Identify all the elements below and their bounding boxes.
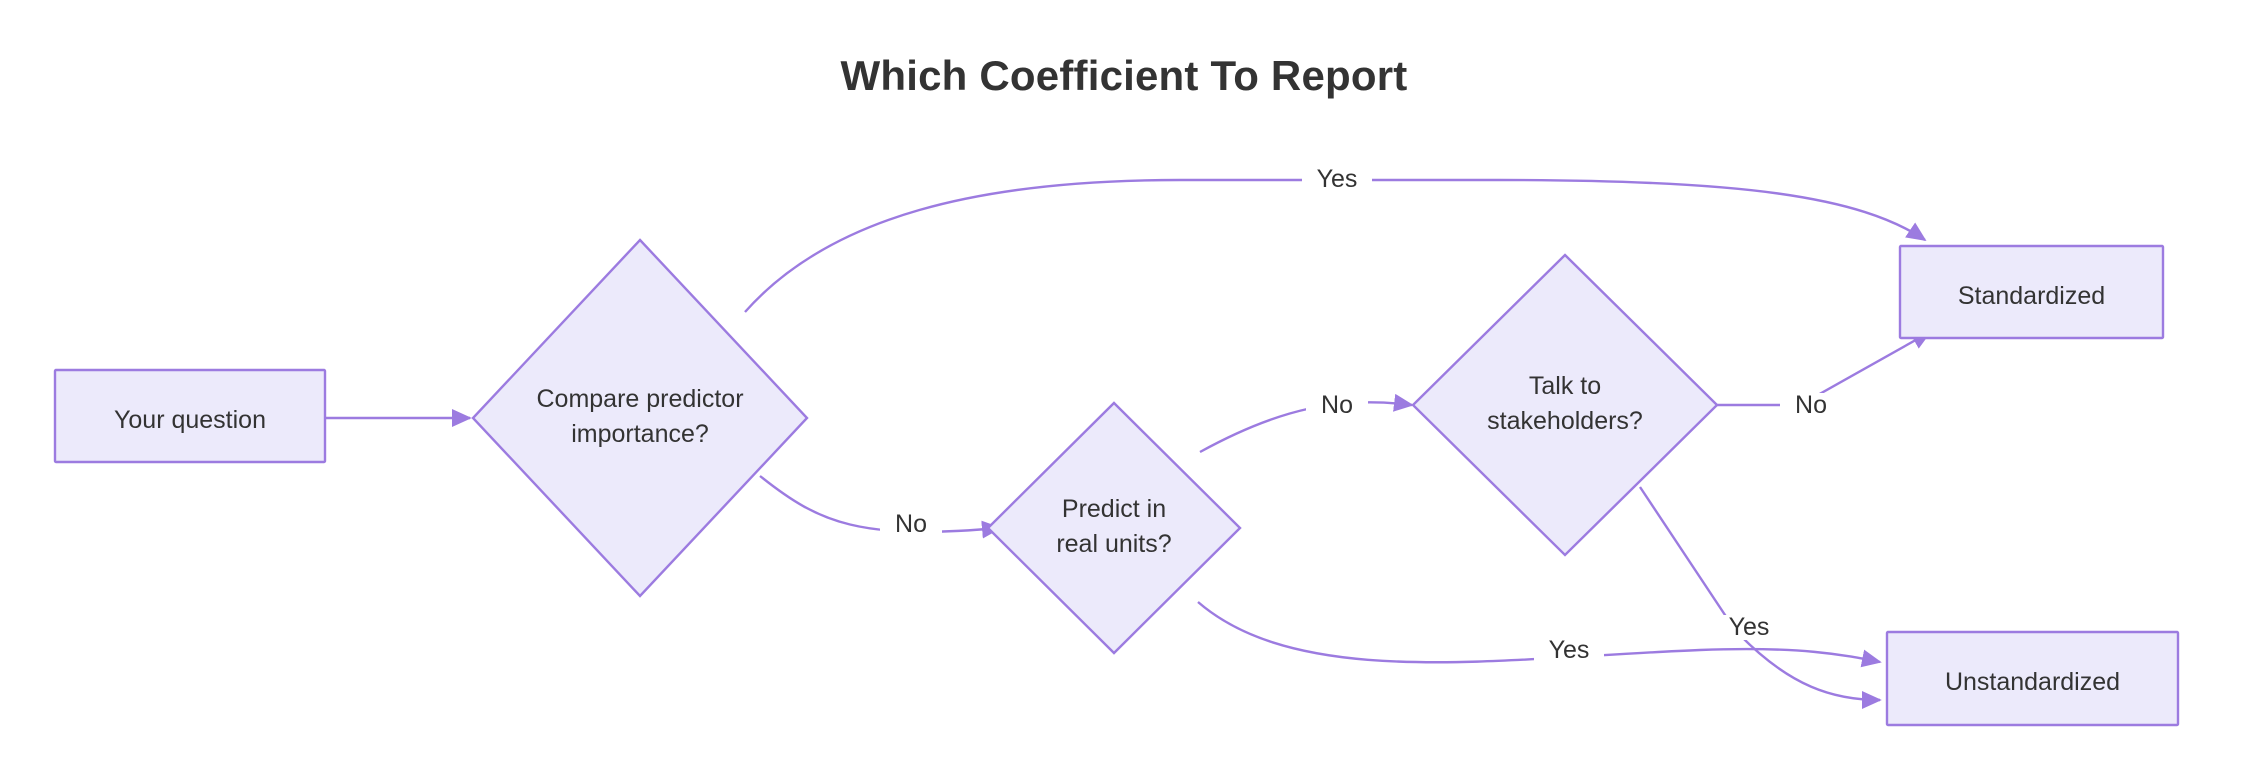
edge-compare-no-to-predict	[759, 475, 1002, 539]
node-compare-predictor-importance[interactable]	[471, 238, 809, 598]
edge-stakeholders-yes-to-unstandardized	[1639, 486, 1882, 709]
node-unstandardized[interactable]	[1885, 630, 2180, 727]
edge-label-stakeholders-yes: Yes	[1714, 615, 1784, 640]
edge-label-predict-yes: Yes	[1534, 638, 1604, 663]
edge-label-predict-no: No	[1306, 393, 1368, 418]
edge-compare-yes-to-standardized	[744, 178, 1927, 313]
edge-label-stakeholders-no: No	[1780, 393, 1842, 418]
node-standardized[interactable]	[1898, 244, 2165, 340]
node-layer	[53, 238, 2180, 727]
node-talk-to-stakeholders[interactable]	[1411, 253, 1719, 557]
page-title: Which Coefficient To Report	[840, 52, 1408, 99]
edge-label-compare-no: No	[880, 512, 942, 537]
node-your-question[interactable]	[53, 368, 327, 464]
node-predict-in-real-units[interactable]	[986, 401, 1242, 655]
edge-label-compare-yes: Yes	[1302, 167, 1372, 192]
